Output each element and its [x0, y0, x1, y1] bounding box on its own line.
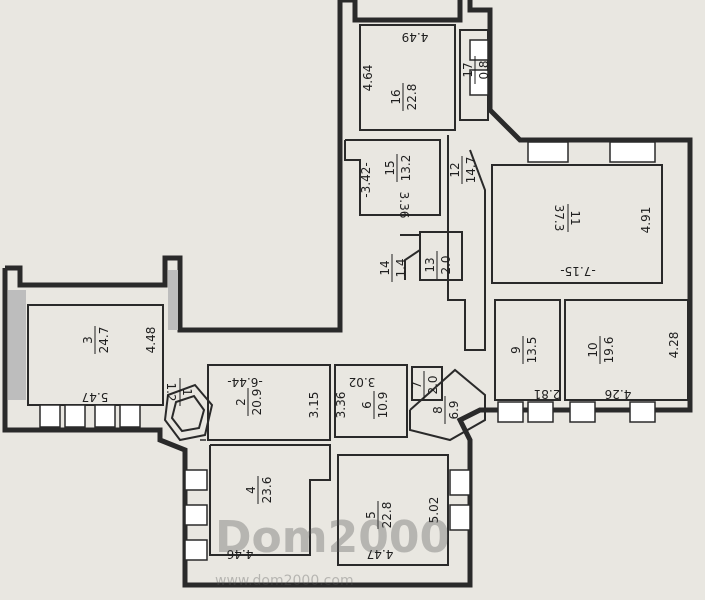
room-area: 13.2	[399, 155, 413, 182]
room-area: 23.6	[260, 477, 274, 504]
room-number: 12	[448, 162, 462, 177]
room-area: 2.0	[426, 375, 440, 394]
dimension-label: 3.02	[349, 375, 376, 389]
room-number: 2	[234, 398, 248, 406]
room-number: 6	[360, 401, 374, 409]
room-area: 6.9	[447, 400, 461, 419]
room-area: 2.0	[439, 255, 453, 274]
walls	[2, 0, 693, 588]
room-number: 3	[81, 336, 95, 344]
room-area: 22.8	[405, 84, 419, 111]
room-area: 37.3	[552, 205, 566, 232]
dimension-label: -6.44-	[227, 375, 262, 389]
dimension-label: -7.15-	[560, 264, 595, 278]
dimension-label: 4.28	[667, 332, 681, 359]
dimension-label: 4.49	[402, 30, 429, 44]
room-number: 8	[431, 406, 445, 414]
room-area: 24.7	[97, 327, 111, 354]
room-area: 10.9	[376, 392, 390, 419]
room-number: 5	[364, 511, 378, 519]
room-number: 11	[568, 210, 582, 225]
watermark: Dom2000 www.dom2000.com	[215, 512, 450, 589]
room-area: 20.9	[250, 389, 264, 416]
room-number: 13	[423, 257, 437, 272]
dimension-label: -3.42-	[359, 162, 373, 197]
windows	[39, 39, 656, 561]
dimension-label: 3.36	[334, 392, 348, 419]
dimension-label: 4.48	[144, 327, 158, 354]
room-area: 14.7	[464, 157, 478, 184]
dimension-label: 4.26	[605, 387, 632, 401]
room-number: 17	[461, 62, 475, 77]
room-area: 0.8	[477, 60, 491, 79]
dimension-label: 3.15	[307, 392, 321, 419]
dimension-label: 4.46	[227, 547, 254, 561]
room-number: 7	[410, 381, 424, 389]
dimension-label: 5.02	[427, 497, 441, 524]
dimension-labels: 4.49 4.64 -3.42- 3.36 4.91 -7.15- 4.48 5.47 -6.4…	[82, 30, 681, 561]
watermark-brand: Dom2000	[215, 512, 450, 563]
room-number: 9	[509, 346, 523, 354]
watermark-url: www.dom2000.com	[215, 573, 354, 589]
dimension-label: 4.64	[361, 65, 375, 92]
room-number: 10	[586, 342, 600, 357]
room-area: 19.6	[602, 337, 616, 364]
dimension-label: 3.36	[397, 192, 411, 219]
room-area: 22.8	[380, 502, 394, 529]
room-area: 13.5	[525, 337, 539, 364]
room-outlines	[163, 24, 689, 566]
room-number: 4	[244, 486, 258, 494]
room-1: 11.2	[164, 378, 194, 406]
dimension-label: 4.91	[639, 207, 653, 234]
room-number: 15	[383, 160, 397, 175]
room-area: 1.2	[164, 382, 178, 401]
dimension-label: 5.47	[82, 390, 109, 404]
room-number: 1	[180, 388, 194, 396]
dimension-label: 4.47	[367, 547, 394, 561]
room-area: 1.4	[394, 258, 408, 277]
dimension-label: 2.81	[534, 387, 561, 401]
room-number: 14	[378, 260, 392, 275]
room-number: 16	[389, 89, 403, 104]
